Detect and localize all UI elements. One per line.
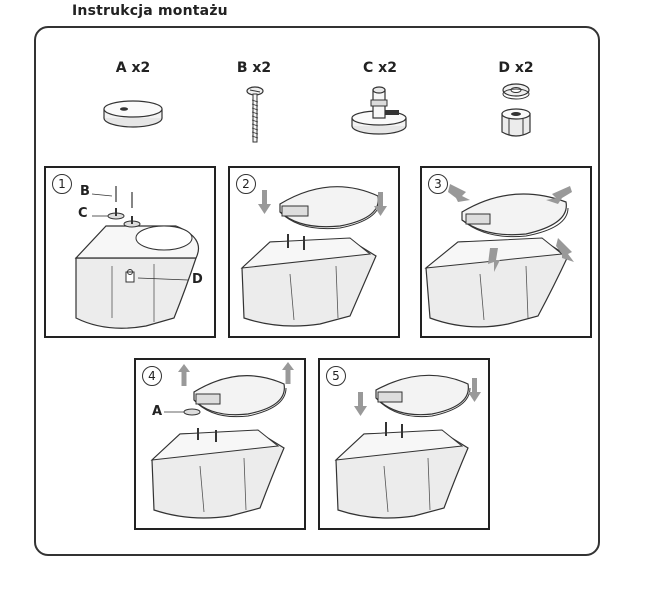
step-1-callout-d: D — [192, 272, 203, 287]
step-1-panel: 1 B C D — [44, 166, 216, 338]
step-3-panel: 3 — [420, 166, 592, 338]
step-1-callout-c: C — [78, 206, 88, 221]
step-1-illustration — [74, 186, 200, 329]
step-4-number: 4 — [142, 366, 162, 386]
part-a-label: A x2 — [115, 60, 151, 76]
screw-icon — [246, 86, 264, 143]
instructions-frame — [34, 26, 600, 556]
part-b-label: B x2 — [236, 60, 272, 76]
washer-and-nut-icon — [501, 83, 531, 137]
step-5-number: 5 — [326, 366, 346, 386]
step-4-panel: 4 A — [134, 358, 306, 530]
part-d-label: D x2 — [498, 60, 534, 76]
step-5-illustration — [334, 374, 481, 519]
step-2-illustration — [240, 186, 387, 327]
step-1-callout-b: B — [80, 184, 90, 199]
step-5-panel: 5 — [318, 358, 490, 530]
bolt-fixture-icon — [351, 86, 407, 135]
rubber-buffer-icon — [103, 100, 163, 128]
step-3-illustration — [424, 184, 574, 328]
step-2-panel: 2 — [228, 166, 400, 338]
part-c-label: C x2 — [363, 60, 397, 76]
step-3-number: 3 — [428, 174, 448, 194]
step-4-illustration — [150, 362, 294, 519]
page-title: Instrukcja montażu — [72, 3, 228, 19]
step-1-number: 1 — [52, 174, 72, 194]
step-4-callout-a: A — [152, 404, 163, 419]
step-2-number: 2 — [236, 174, 256, 194]
